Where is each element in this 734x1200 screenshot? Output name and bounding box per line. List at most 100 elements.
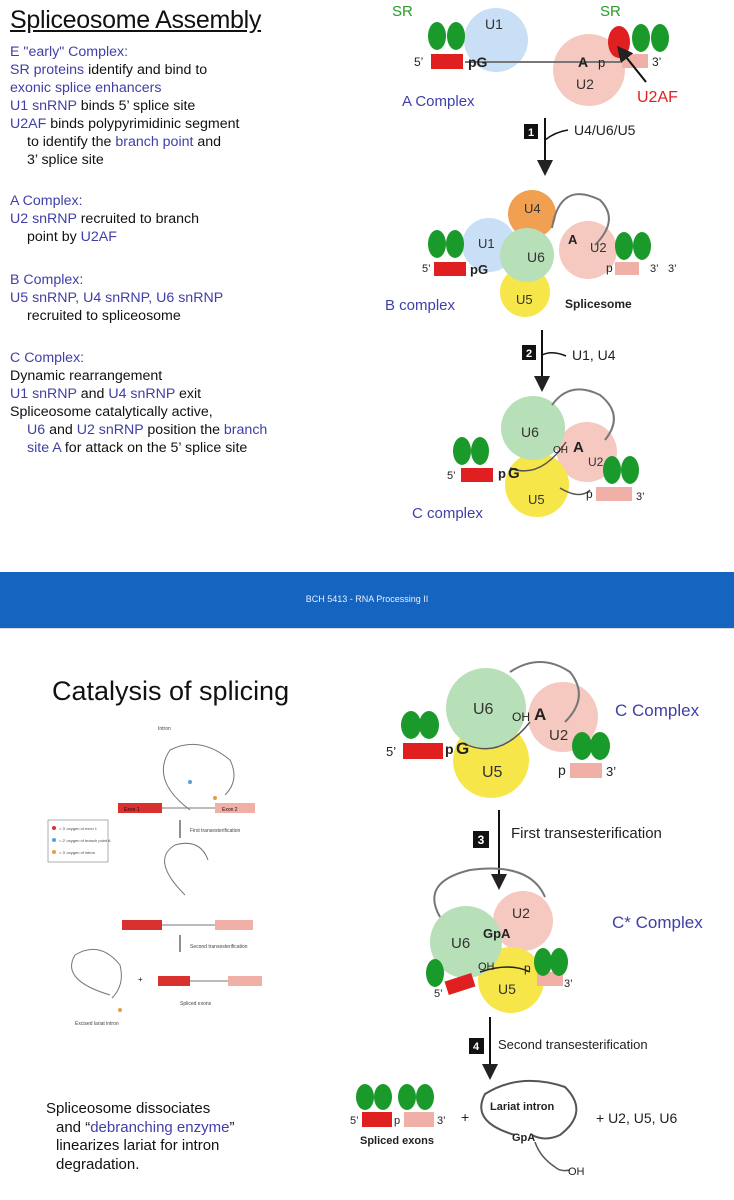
c-l4-a: U6 <box>27 422 46 438</box>
b-line-2: recruited to spliceosome <box>27 308 181 324</box>
p-prod: p <box>394 1115 400 1127</box>
b-line-1: U5 snRNP, U4 snRNP, U6 snRNP <box>10 290 224 306</box>
u2-c-label: U2 <box>588 455 604 469</box>
step-2: 2 U1, U4 <box>522 330 616 392</box>
a-l1-a: U2 snRNP <box>10 211 77 227</box>
a-c-label: A <box>573 439 584 456</box>
slide-title: Spliceosome Assembly <box>10 6 262 34</box>
e-l5-a: to identify the <box>27 134 116 150</box>
b-complex-diagram: U4 U1 U6 U2 U5 pG A p 5’ 3’ 3’ B complex… <box>385 190 677 317</box>
c-l4-c: U2 snRNP <box>76 422 144 438</box>
g-c-label: G <box>508 465 520 482</box>
slide2-title: Catalysis of splicing <box>52 676 290 706</box>
u4-label: U4 <box>524 201 541 216</box>
gpa-prod: GpA <box>512 1132 535 1144</box>
mini-exon2: Exon 2 <box>222 807 238 813</box>
a-label: A <box>578 54 588 70</box>
three-prime-label: 3’ <box>652 55 661 69</box>
u1-b-label: U1 <box>478 236 495 251</box>
footer-text: BCH 5413 - RNA Processing II <box>305 594 429 604</box>
e-l5-b: branch point <box>115 134 194 150</box>
sr-label-2: SR <box>600 3 621 20</box>
three-c-label: 3’ <box>636 491 645 503</box>
e-l4-a: U2AF <box>10 116 47 132</box>
three-b-label: 3’ <box>650 263 659 275</box>
lariat-label: Lariat intron <box>490 1101 554 1113</box>
c-l5-a: site A <box>27 440 61 456</box>
pg-b-label: pG <box>470 262 488 277</box>
e-line-6: 3’ splice site <box>27 152 104 168</box>
c-line-1: Dynamic rearrangement <box>10 368 163 384</box>
three-big: 3’ <box>606 764 616 779</box>
b-complex-label: B complex <box>385 297 456 314</box>
mini-first: First transesterification <box>190 828 241 834</box>
a-line-1: U2 snRNP recruited to branch <box>10 211 199 229</box>
mini-spliced: Spliced exons <box>180 1001 212 1007</box>
oh-label: OH <box>553 445 568 456</box>
a-b-label: A <box>568 232 578 247</box>
c-line-5: site A for attack on the 5’ splice site <box>10 440 247 458</box>
p-c-label-2: p <box>586 487 593 501</box>
gpa-star: GpA <box>483 926 511 941</box>
mini-exon1: Exon 1 <box>124 807 140 813</box>
conclusion-text: Spliceosome dissociates and “debranching… <box>46 1100 234 1174</box>
c-l5-b: for attack on the 5’ splice site <box>60 440 248 456</box>
conclusion-l4: degradation. <box>56 1155 140 1173</box>
step2-num: 2 <box>526 348 532 360</box>
catalysis-diagram: U6 U5 U2 OH A p G p 5’ 3’ C Complex 3 Fi… <box>350 661 703 1178</box>
p-b-label: p <box>606 261 613 275</box>
five-prod: 5’ <box>350 1115 359 1127</box>
step3-num: 3 <box>478 833 485 847</box>
cstar-label: C* Complex <box>612 913 703 932</box>
b-complex-heading: B Complex: <box>10 272 84 288</box>
c-complex-label-2: C Complex <box>615 701 700 720</box>
u2-big: U2 <box>549 727 568 744</box>
c-l2-b: and <box>76 386 109 402</box>
step4-label: Second transesterification <box>498 1037 648 1052</box>
conclusion-l2-a: and “ <box>56 1118 91 1136</box>
c-complex-big: U6 U5 U2 OH A p G p 5’ 3’ C Complex <box>386 661 700 798</box>
c-l4-d: position the <box>143 422 224 438</box>
e-l3-b: binds 5’ splice site <box>76 98 196 114</box>
a-line-2: point by U2AF <box>10 229 117 247</box>
oh-big: OH <box>512 710 530 724</box>
a-l1-b: recruited to branch <box>76 211 200 227</box>
pg-label: pG <box>468 54 488 70</box>
mini-second: Second transesterification <box>190 944 248 950</box>
five-b-label: 5’ <box>422 263 431 275</box>
mini-legend1: = 3' oxygen of exon 1 <box>59 826 98 831</box>
oh-star: OH <box>478 961 495 973</box>
oh-prod: OH <box>568 1166 585 1178</box>
step3-label: First transesterification <box>511 825 662 842</box>
u5-c-label: U5 <box>528 492 545 507</box>
a-complex-heading: A Complex: <box>10 193 83 209</box>
mini-excised: Excised lariat intron <box>75 1021 119 1027</box>
products: 5’ p 3’ Spliced exons + Lariat intron Gp… <box>350 1079 678 1178</box>
conclusion-l3: linearizes lariat for intron <box>56 1137 220 1154</box>
spliced-exons-label: Spliced exons <box>360 1135 434 1147</box>
u5-label: U5 <box>516 292 533 307</box>
p-c-label: p <box>498 466 506 481</box>
c-l4-e: branch <box>223 422 268 438</box>
e-line-4: U2AF binds polypyrimidinic segment <box>10 116 239 134</box>
c-line-4: U6 and U2 snRNP position the branch <box>10 422 267 440</box>
slide-separator <box>0 628 734 643</box>
conclusion-l2-b: debranching enzyme <box>90 1118 230 1136</box>
c-complex-label: C complex <box>412 505 483 522</box>
p-big: p <box>445 741 454 757</box>
u2-star: U2 <box>512 905 530 921</box>
u6-star: U6 <box>451 935 470 952</box>
u5-star: U5 <box>498 981 516 997</box>
conclusion-l1: Spliceosome dissociates <box>46 1100 211 1117</box>
c-line-3: Spliceosome catalytically active, <box>10 404 213 420</box>
five-c-label: 5’ <box>447 470 456 482</box>
a-complex-label: A Complex <box>402 93 475 110</box>
mini-plus: + <box>138 975 143 984</box>
mini-legend2: = 2' oxygen of branch point A <box>59 838 111 843</box>
plus-1: + <box>461 1109 469 1125</box>
p-label: p <box>598 55 605 70</box>
e-line-2: exonic splice enhancers <box>10 80 162 96</box>
five-prime-label: 5’ <box>414 55 423 69</box>
p-big-2: p <box>558 762 566 778</box>
mini-intron-label: Intron <box>158 726 171 732</box>
